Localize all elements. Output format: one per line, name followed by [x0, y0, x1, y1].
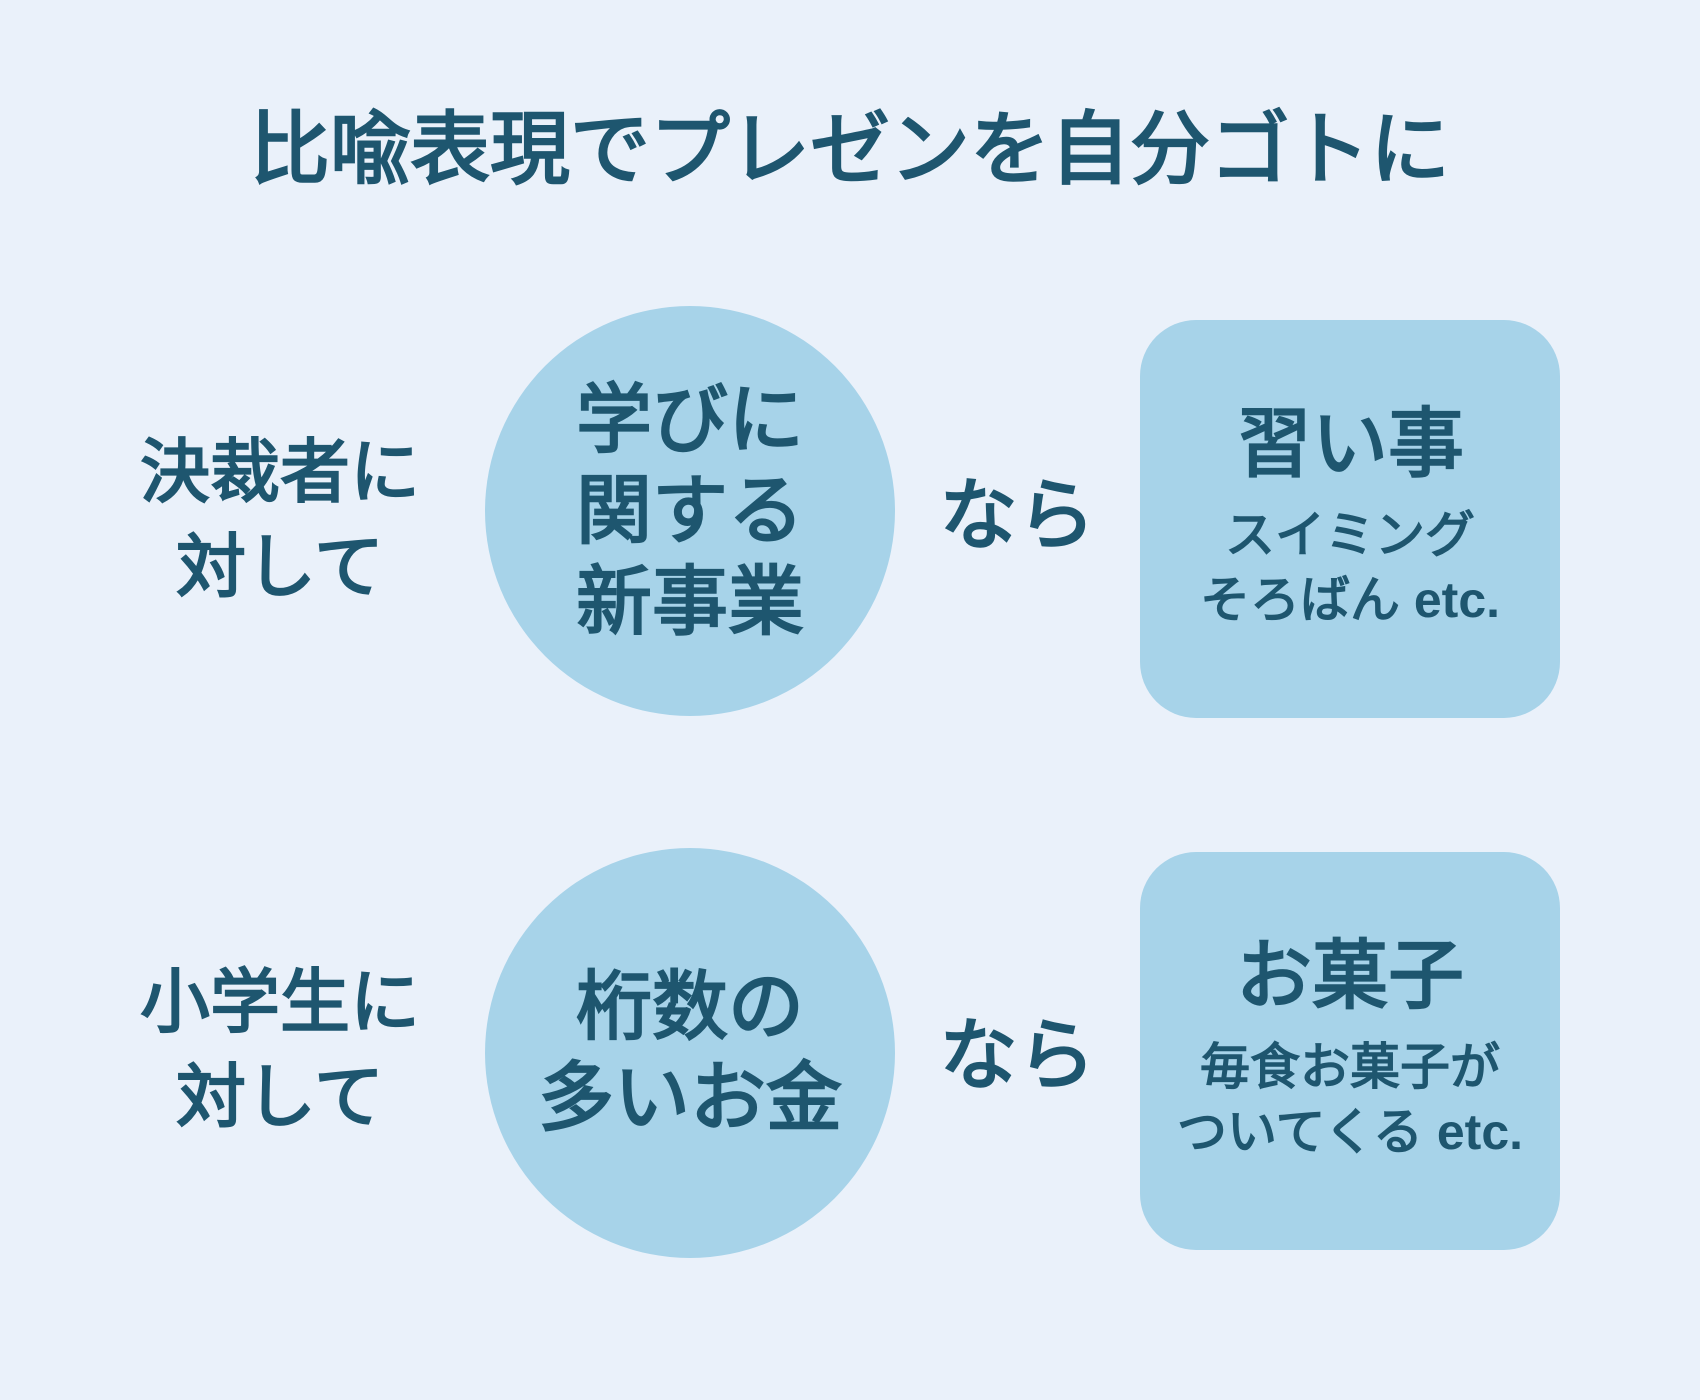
connector-label-row1: なら — [939, 471, 1096, 559]
metaphor-example-row2-line1: 毎食お菓子が — [1200, 1039, 1500, 1095]
audience-label-row2-line1: 小学生に — [140, 963, 420, 1041]
topic-circle-row2: 桁数の 多いお金 — [485, 848, 895, 1258]
metaphor-example-row1-line1: スイミング — [1225, 507, 1475, 563]
connector-label-row2: なら — [939, 1011, 1096, 1099]
audience-label-row1-line2: 対して — [176, 528, 384, 606]
page-title: 比喩表現でプレゼンを自分ゴトに — [250, 105, 1450, 194]
topic-row2-line2: 多いお金 — [538, 1056, 842, 1141]
topic-circle-row1-text: 学びに 関する 新事業 — [576, 375, 804, 648]
topic-circle-row2-text: 桁数の 多いお金 — [538, 962, 842, 1144]
audience-label-row2-line2: 対して — [176, 1058, 384, 1136]
metaphor-box-row2: お菓子 毎食お菓子が ついてくる etc. — [1140, 852, 1560, 1250]
topic-row2-line1: 桁数の — [576, 965, 804, 1050]
metaphor-title-row1: 習い事 — [1236, 402, 1464, 487]
topic-circle-row1: 学びに 関する 新事業 — [485, 306, 895, 716]
audience-label-row1-line1: 決裁者に — [140, 433, 420, 511]
topic-row1-line1: 学びに — [576, 377, 804, 463]
audience-label-row2: 小学生に 対して — [60, 955, 500, 1145]
audience-label-row1: 決裁者に 対して — [60, 425, 500, 615]
metaphor-title-row2: お菓子 — [1236, 934, 1464, 1019]
metaphor-box-row1: 習い事 スイミング そろばん etc. — [1140, 320, 1560, 718]
metaphor-examples-row1: スイミング そろばん etc. — [1200, 503, 1500, 633]
metaphor-example-row1-line2: そろばん etc. — [1199, 572, 1501, 628]
topic-row1-line2: 関する — [576, 468, 804, 554]
metaphor-example-row2-line2: ついてくる etc. — [1176, 1104, 1524, 1160]
metaphor-examples-row2: 毎食お菓子が ついてくる etc. — [1177, 1035, 1523, 1165]
topic-row1-line3: 新事業 — [576, 559, 804, 645]
